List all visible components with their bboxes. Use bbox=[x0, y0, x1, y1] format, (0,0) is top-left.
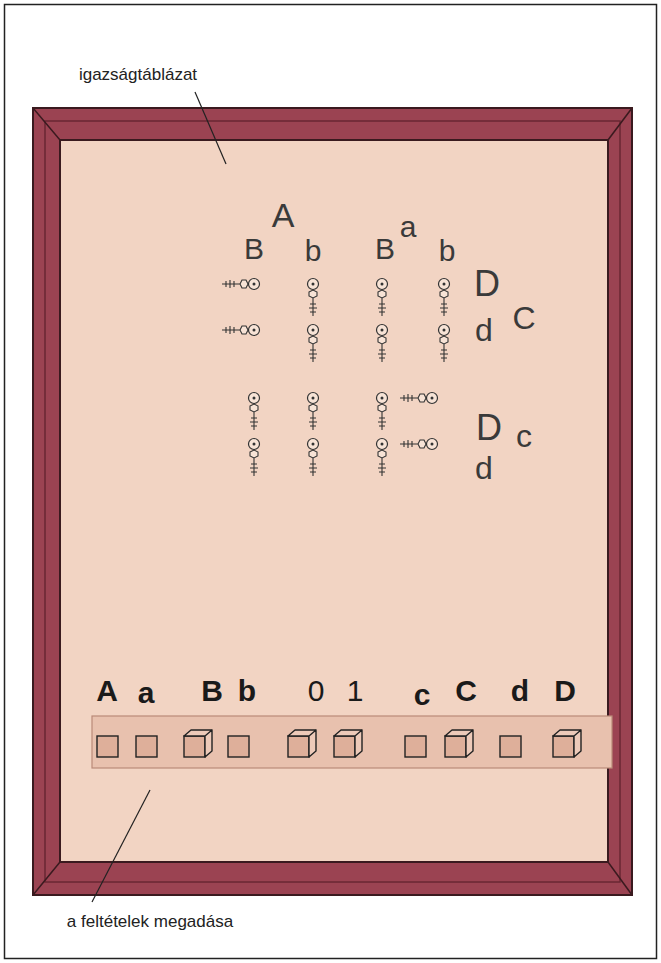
letter-label: B bbox=[201, 676, 223, 706]
letter-label: B bbox=[375, 234, 395, 264]
peg-symbol bbox=[308, 439, 319, 477]
letter-label: D bbox=[476, 410, 502, 446]
frame-miter bbox=[608, 862, 632, 895]
leader-line bbox=[195, 92, 226, 164]
letter-label: b bbox=[439, 236, 456, 266]
condition-strip bbox=[92, 716, 612, 768]
cube-block bbox=[445, 730, 473, 757]
frame-miter bbox=[33, 862, 60, 895]
letter-label: d bbox=[475, 314, 493, 346]
flat-block bbox=[97, 736, 118, 757]
peg-symbol bbox=[439, 279, 450, 317]
letter-label: A bbox=[96, 676, 118, 706]
peg-symbol bbox=[377, 325, 388, 363]
peg-symbol bbox=[249, 439, 260, 477]
peg-symbol bbox=[308, 325, 319, 363]
flat-block bbox=[500, 736, 521, 757]
peg-symbol bbox=[400, 393, 438, 404]
letter-label: 0 bbox=[308, 676, 325, 706]
cube-block bbox=[184, 730, 212, 757]
board-frame bbox=[33, 108, 632, 895]
letter-label: A bbox=[272, 198, 295, 232]
peg-symbol bbox=[308, 279, 319, 317]
peg-symbol bbox=[249, 393, 260, 431]
leader-line bbox=[92, 790, 150, 902]
letter-label: b bbox=[305, 236, 322, 266]
letter-label: a bbox=[400, 212, 417, 242]
cube-block bbox=[334, 730, 362, 757]
figure-border bbox=[5, 5, 657, 959]
letter-label: c bbox=[414, 680, 431, 710]
peg-symbol bbox=[222, 279, 260, 290]
frame-miter bbox=[608, 108, 632, 140]
peg-symbol bbox=[439, 325, 450, 363]
letter-label: 1 bbox=[347, 676, 364, 706]
letter-label: C bbox=[455, 676, 477, 706]
letter-label: d bbox=[475, 452, 493, 484]
peg-symbol bbox=[308, 393, 319, 431]
flat-block bbox=[228, 736, 249, 757]
letter-label: B bbox=[244, 234, 264, 264]
cube-block bbox=[288, 730, 316, 757]
caption-label: a feltételek megadása bbox=[67, 913, 233, 930]
peg-symbol bbox=[400, 439, 438, 450]
flat-block bbox=[405, 736, 426, 757]
letter-label: C bbox=[512, 302, 535, 334]
letter-label: d bbox=[511, 676, 529, 706]
frame-inner-line bbox=[45, 121, 620, 882]
frame-miter bbox=[33, 108, 60, 140]
flat-block bbox=[136, 736, 157, 757]
peg-symbol bbox=[377, 279, 388, 317]
letter-label: a bbox=[138, 678, 155, 708]
peg-symbol bbox=[222, 325, 260, 336]
letter-label: b bbox=[238, 676, 256, 706]
letter-label: c bbox=[516, 420, 532, 452]
caption-label: igazságtáblázat bbox=[79, 66, 197, 83]
peg-symbol bbox=[377, 439, 388, 477]
letter-label: D bbox=[474, 266, 500, 302]
peg-symbol bbox=[377, 393, 388, 431]
letter-label: D bbox=[554, 676, 576, 706]
cube-block bbox=[553, 730, 581, 757]
